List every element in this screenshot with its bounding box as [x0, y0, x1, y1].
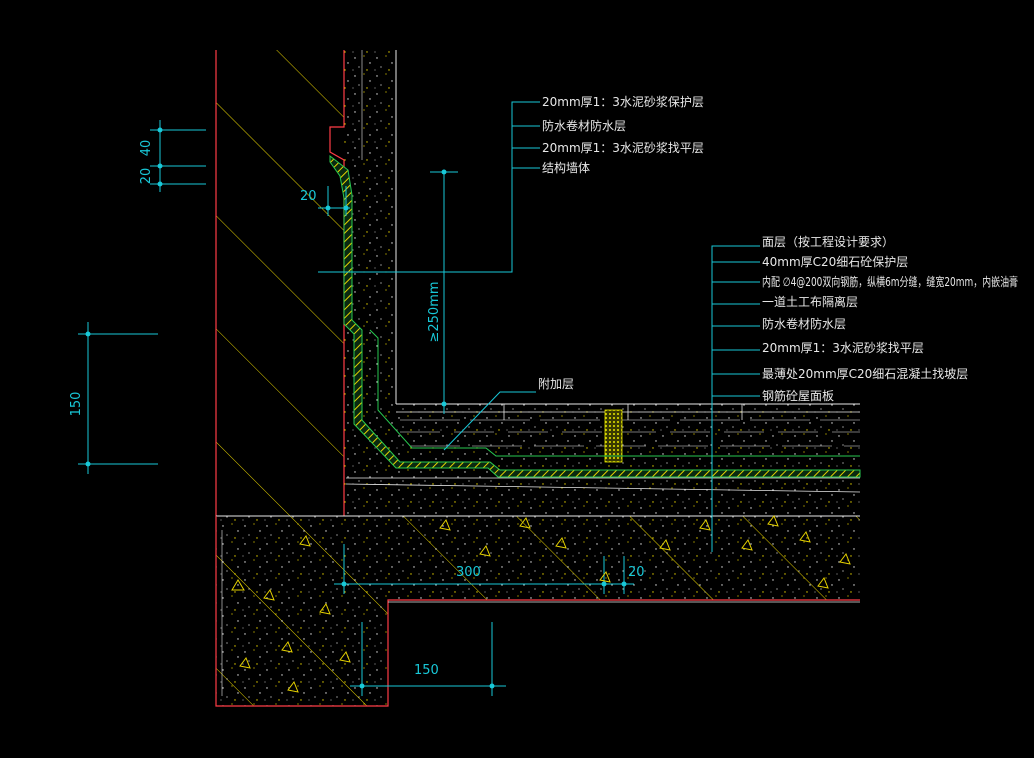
- dim-150-left: 150: [69, 392, 84, 417]
- floor-label-1: 面层（按工程设计要求）: [762, 234, 894, 249]
- aggregate-marks: [231, 514, 851, 693]
- floor-label-6: 20mm厚1：3水泥砂浆找平层: [762, 340, 924, 355]
- wall-label-2: 防水卷材防水层: [542, 118, 626, 133]
- dim-250: ≥250mm: [427, 281, 442, 342]
- dim-300: 300: [456, 565, 481, 580]
- waterproof-membrane: [329, 154, 861, 478]
- wall-label-group: 20mm厚1：3水泥砂浆保护层 防水卷材防水层 20mm厚1：3水泥砂浆找平层 …: [542, 94, 704, 175]
- floor-label-4: 一道土工布隔离层: [762, 294, 858, 309]
- dim-40: 40: [139, 140, 154, 157]
- floor-label-5: 防水卷材防水层: [762, 316, 846, 331]
- floor-label-7: 最薄处20mm厚C20细石混凝土找坡层: [762, 366, 968, 381]
- floor-label-group: 面层（按工程设计要求） 40mm厚C20细石砼保护层 内配 ∅4@200双向钢筋…: [762, 234, 1018, 403]
- dim-150-bottom: 150: [414, 663, 439, 678]
- dim-20-top: 20: [139, 168, 154, 185]
- roof-slab: [215, 515, 860, 707]
- floor-label-3: 内配 ∅4@200双向钢筋，纵横6m分缝，缝宽20mm，内嵌油膏: [762, 274, 1018, 289]
- floor-label-2: 40mm厚C20细石砼保护层: [762, 255, 908, 269]
- wall-label-4: 结构墙体: [542, 160, 590, 175]
- floor-label-8: 钢筋砼屋面板: [762, 388, 834, 403]
- wall-label-3: 20mm厚1：3水泥砂浆找平层: [542, 140, 704, 155]
- dimension-ticks: [85, 127, 627, 689]
- wall-label-1: 20mm厚1：3水泥砂浆保护层: [542, 94, 704, 109]
- floor-layers: [345, 404, 861, 493]
- leader-lines: [318, 101, 760, 552]
- wall-mortar-layers: [344, 50, 860, 516]
- expansion-joint: [604, 409, 623, 463]
- dim-20-side: 20: [300, 189, 317, 204]
- additional-layer-label: 附加层: [538, 377, 574, 391]
- dim-20-bottom: 20: [628, 565, 645, 580]
- structural-wall: [215, 50, 345, 516]
